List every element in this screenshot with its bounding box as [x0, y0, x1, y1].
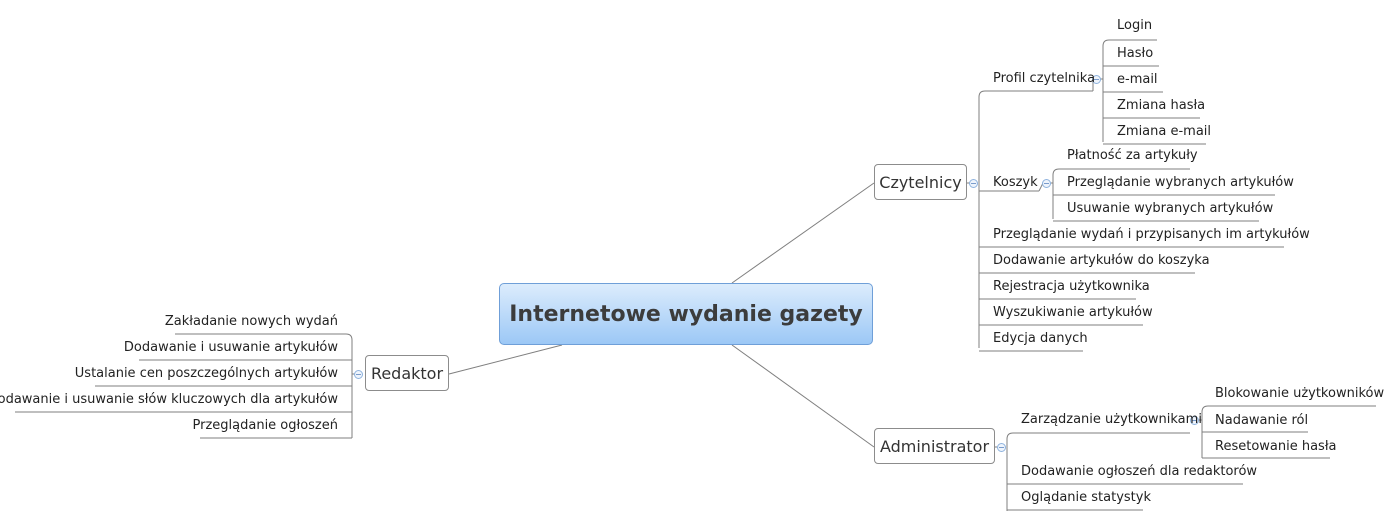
subtopic-dodawanie-ogloszen[interactable]: Dodawanie ogłoszeń dla redaktorów: [1021, 464, 1258, 479]
subtopic-dodawanie-do-koszyka[interactable]: Dodawanie artykułów do koszyka: [993, 253, 1210, 268]
subtopic-ustalanie-cen[interactable]: Ustalanie cen poszczególnych artykułów: [74, 366, 338, 381]
subtopic-zarzadzanie[interactable]: Zarządzanie użytkownikami: [1021, 412, 1202, 427]
subtopic-blokowanie[interactable]: Blokowanie użytkowników: [1215, 386, 1385, 401]
subtopic-przegladanie-ogloszen[interactable]: Przeglądanie ogłoszeń: [192, 418, 339, 433]
subtopic-zakladanie-wydan[interactable]: Zakładanie nowych wydań: [164, 314, 338, 329]
collapse-czytelnicy-icon[interactable]: [969, 179, 978, 188]
subtopic-dodawanie-artykulow[interactable]: Dodawanie i usuwanie artykułów: [123, 340, 338, 355]
subtopic-edycja-danych[interactable]: Edycja danych: [993, 331, 1088, 346]
subtopic-koszyk[interactable]: Koszyk: [993, 175, 1038, 190]
subtopic-zmiana-hasla[interactable]: Zmiana hasła: [1117, 98, 1206, 113]
subtopic-usuwanie-wybranych[interactable]: Usuwanie wybranych artykułów: [1067, 201, 1274, 216]
subtopic-ogladanie-statystyk[interactable]: Oglądanie statystyk: [1021, 490, 1151, 505]
collapse-redaktor-icon[interactable]: [354, 370, 363, 379]
central-topic[interactable]: Internetowe wydanie gazety: [499, 283, 873, 345]
subtopic-profil-czytelnika[interactable]: Profil czytelnika: [993, 71, 1096, 86]
subtopic-resetowanie-hasla[interactable]: Resetowanie hasła: [1215, 439, 1337, 454]
topic-czytelnicy[interactable]: Czytelnicy: [874, 164, 967, 200]
subtopic-przegladanie-wydan[interactable]: Przeglądanie wydań i przypisanych im art…: [993, 227, 1310, 242]
subtopic-login[interactable]: Login: [1117, 18, 1153, 33]
subtopic-nadawanie-rol[interactable]: Nadawanie ról: [1215, 413, 1309, 428]
subtopic-przegladanie-wybranych[interactable]: Przeglądanie wybranych artykułów: [1067, 175, 1294, 190]
collapse-zarzadzanie-icon[interactable]: [1190, 416, 1199, 425]
topic-redaktor[interactable]: Redaktor: [365, 355, 449, 391]
topic-administrator[interactable]: Administrator: [874, 428, 995, 464]
subtopic-haslo[interactable]: Hasło: [1117, 46, 1154, 61]
collapse-administrator-icon[interactable]: [997, 443, 1006, 452]
subtopic-email[interactable]: e-mail: [1117, 72, 1158, 87]
subtopic-rejestracja[interactable]: Rejestracja użytkownika: [993, 279, 1150, 294]
collapse-koszyk-icon[interactable]: [1042, 179, 1051, 188]
subtopic-platnosc[interactable]: Płatność za artykuły: [1067, 148, 1198, 163]
subtopic-wyszukiwanie[interactable]: Wyszukiwanie artykułów: [993, 305, 1153, 320]
subtopic-zmiana-email[interactable]: Zmiana e-mail: [1117, 124, 1212, 139]
subtopic-slowa-kluczowe[interactable]: Dodawanie i usuwanie słów kluczowych dla…: [0, 392, 338, 407]
collapse-profil-icon[interactable]: [1092, 75, 1101, 84]
